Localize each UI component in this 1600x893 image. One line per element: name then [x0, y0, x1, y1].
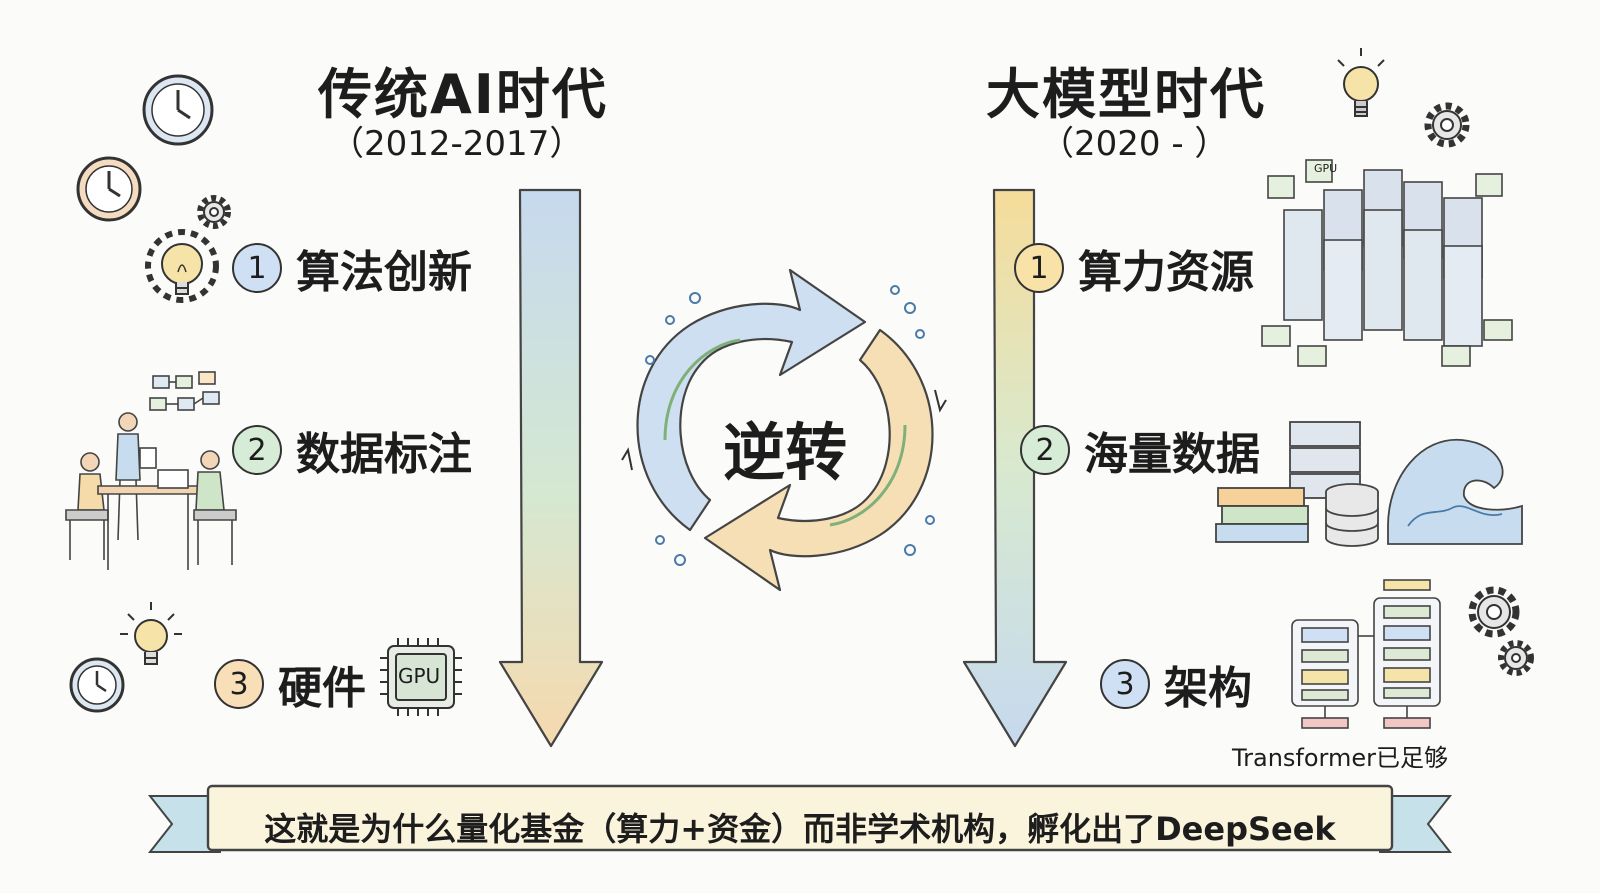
clock-icon: [142, 74, 214, 146]
item-label: 架构: [1164, 663, 1252, 714]
left-item-data-labeling: 2 数据标注: [232, 418, 472, 482]
conclusion-banner-text: 这就是为什么量化基金（算力+资金）而非学术机构，孵化出了DeepSeek: [264, 810, 1336, 848]
right-item-architecture: 3 架构: [1100, 652, 1252, 716]
gpu-chip-icon: [380, 638, 462, 716]
clock-icon: [69, 657, 125, 713]
lightbulb-gear-icon: [145, 229, 219, 303]
number-badge: 2: [1020, 425, 1070, 475]
gear-icon: [1498, 640, 1534, 676]
item-label: 算法创新: [296, 247, 472, 298]
number-badge: 1: [232, 243, 282, 293]
gear-icon: [197, 195, 231, 229]
left-down-arrow: [498, 188, 604, 748]
lightbulb-icon: [1337, 48, 1385, 117]
right-period: （2020 - ）: [1040, 124, 1229, 164]
clock-icon: [76, 156, 142, 222]
gpu-server-cluster-illustration: [1261, 159, 1513, 367]
number-badge: 1: [1014, 243, 1064, 293]
left-title: 传统AI时代: [318, 63, 608, 126]
item-label: 算力资源: [1078, 247, 1254, 298]
reversal-cycle-arrows: [621, 268, 947, 592]
right-item-massive-data: 2 海量数据: [1020, 418, 1260, 482]
left-period: （2012-2017）: [330, 124, 584, 164]
gear-icon: [1424, 102, 1470, 148]
number-badge: 3: [1100, 659, 1150, 709]
gpu-chip-label: GPU: [398, 664, 441, 688]
right-item-compute: 1 算力资源: [1014, 236, 1254, 300]
reversal-label: 逆转: [723, 416, 848, 489]
number-badge: 2: [232, 425, 282, 475]
number-badge: 3: [214, 659, 264, 709]
lightbulb-icon: [120, 602, 182, 665]
item-label: 海量数据: [1084, 429, 1260, 480]
item-label: 硬件: [278, 663, 366, 714]
left-item-hardware: 3 硬件: [214, 652, 366, 716]
transformer-architecture-diagram: [1291, 579, 1441, 729]
banner-ribbon: [147, 784, 1453, 853]
left-item-algorithm: 1 算法创新: [232, 236, 472, 300]
gear-icon: [1468, 586, 1520, 638]
right-title: 大模型时代: [986, 63, 1266, 126]
gpu-chip-label: GPU: [1314, 162, 1338, 175]
team-labeling-illustration: [65, 371, 237, 570]
item-label: 数据标注: [296, 429, 472, 480]
massive-data-illustration: [1215, 421, 1523, 547]
transformer-caption: Transformer已足够: [1232, 744, 1449, 772]
